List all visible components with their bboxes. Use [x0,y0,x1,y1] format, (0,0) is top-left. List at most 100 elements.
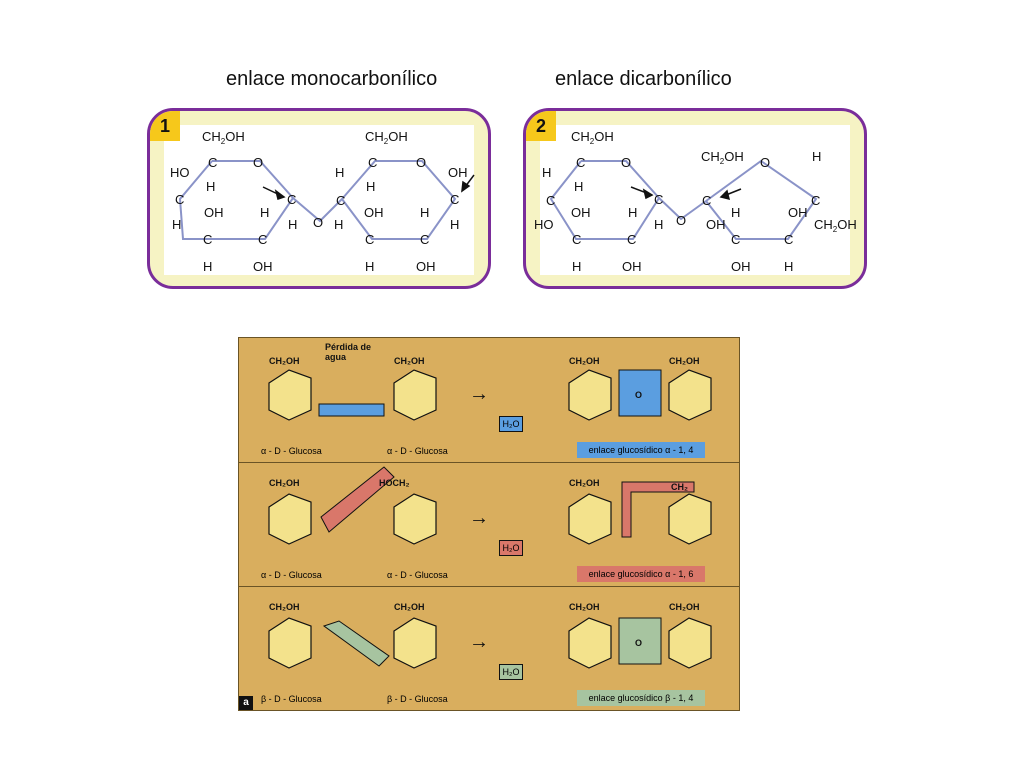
svg-text:H: H [172,217,181,232]
title-dicarbonilico: enlace dicarbonílico [555,68,732,90]
panel-1-badge: 1 [150,111,180,141]
svg-text:H: H [260,205,269,220]
svg-text:CH2OH: CH2OH [202,129,245,146]
svg-text:OH: OH [622,259,642,274]
svg-text:HOCH₂: HOCH₂ [379,478,410,488]
svg-text:CH₂OH: CH₂OH [269,602,300,612]
svg-text:C: C [811,193,820,208]
svg-text:H: H [288,217,297,232]
svg-text:CH₂OH: CH₂OH [569,478,600,488]
sugar-name: β - D - Glucosa [387,694,448,704]
svg-text:HO: HO [170,165,190,180]
svg-text:O: O [313,215,323,230]
svg-text:H: H [334,217,343,232]
svg-text:C: C [368,155,377,170]
svg-text:H: H [572,259,581,274]
svg-text:O: O [676,213,686,228]
svg-text:O: O [416,155,426,170]
sugar-name: α - D - Glucosa [387,570,448,580]
svg-text:CH2OH: CH2OH [365,129,408,146]
svg-text:H: H [420,205,429,220]
water-badge: H₂O [499,416,523,432]
svg-text:C: C [203,232,212,247]
bond-label: enlace glucosídico α - 1, 6 [577,566,705,582]
sugar-name: α - D - Glucosa [261,446,322,456]
svg-text:C: C [365,232,374,247]
svg-text:CH₂OH: CH₂OH [394,602,425,612]
svg-text:O: O [760,155,770,170]
svg-text:CH₂OH: CH₂OH [269,478,300,488]
svg-text:C: C [627,232,636,247]
svg-text:H: H [574,179,583,194]
row-alpha-1-4: → Pérdida de agua CH₂OH CH₂OH CH₂OH CH₂O… [239,338,739,463]
sugar-name: α - D - Glucosa [261,570,322,580]
sugar-name: α - D - Glucosa [387,446,448,456]
panel-2-badge: 2 [526,111,556,141]
svg-text:O: O [253,155,263,170]
svg-text:C: C [258,232,267,247]
svg-text:H: H [203,259,212,274]
svg-text:CH₂OH: CH₂OH [669,356,700,366]
svg-text:C: C [784,232,793,247]
svg-text:OH: OH [571,205,591,220]
svg-text:H: H [731,205,740,220]
panel-monocarbonilico: 1 CH2OH C O HO H C H OH H C H C C H OH O… [147,108,491,289]
svg-text:→: → [469,383,489,405]
svg-text:CH2OH: CH2OH [701,149,744,166]
svg-text:OH: OH [448,165,468,180]
svg-text:C: C [287,192,296,207]
svg-text:O: O [635,390,642,400]
svg-text:OH: OH [364,205,384,220]
svg-text:CH₂OH: CH₂OH [569,356,600,366]
svg-text:H: H [335,165,344,180]
svg-text:OH: OH [731,259,751,274]
svg-text:→: → [469,631,489,653]
svg-text:C: C [546,193,555,208]
title-monocarbonilico: enlace monocarbonílico [226,68,438,90]
bond-label: enlace glucosídico α - 1, 4 [577,442,705,458]
svg-text:C: C [576,155,585,170]
water-badge: H₂O [499,664,523,680]
svg-text:C: C [450,192,459,207]
svg-text:C: C [702,193,711,208]
svg-text:CH2OH: CH2OH [571,129,614,146]
svg-text:C: C [336,193,345,208]
svg-text:H: H [784,259,793,274]
svg-text:CH₂OH: CH₂OH [394,356,425,366]
svg-text:OH: OH [788,205,808,220]
svg-text:H: H [365,259,374,274]
row-beta-1-4: → CH₂OH CH₂OH CH₂OH CH₂OH O H₂O β - D - … [239,586,739,710]
svg-text:CH₂: CH₂ [671,482,688,492]
disaccharide-structure-1: CH2OH C O HO H C H OH H C H C C H OH O C… [170,129,475,274]
svg-text:Pérdida de: Pérdida de [325,342,371,352]
svg-text:C: C [175,192,184,207]
svg-text:H: H [654,217,663,232]
svg-text:C: C [208,155,217,170]
svg-text:OH: OH [253,259,273,274]
svg-text:CH2OH: CH2OH [814,217,857,234]
svg-text:OH: OH [706,217,726,232]
svg-text:C: C [572,232,581,247]
svg-text:H: H [628,205,637,220]
svg-text:H: H [542,165,551,180]
glycosidic-bond-figure: → Pérdida de agua CH₂OH CH₂OH CH₂OH CH₂O… [238,337,740,711]
disaccharide-structure-2: CH2OH C O H H C HO OH H C H C C H OH O C… [534,129,857,274]
svg-text:OH: OH [416,259,436,274]
svg-text:C: C [731,232,740,247]
svg-text:HO: HO [534,217,554,232]
svg-text:agua: agua [325,352,347,362]
svg-text:CH₂OH: CH₂OH [569,602,600,612]
svg-text:H: H [206,179,215,194]
svg-text:H: H [450,217,459,232]
bond-label: enlace glucosídico β - 1, 4 [577,690,705,706]
svg-text:→: → [469,507,489,529]
svg-text:H: H [812,149,821,164]
svg-text:OH: OH [204,205,224,220]
row-alpha-1-6: → CH₂OH HOCH₂ CH₂OH CH₂ H₂O α - D - Gluc… [239,462,739,587]
svg-text:O: O [635,638,642,648]
svg-text:CH₂OH: CH₂OH [269,356,300,366]
svg-text:O: O [621,155,631,170]
sugar-name: β - D - Glucosa [261,694,322,704]
svg-text:C: C [420,232,429,247]
svg-text:CH₂OH: CH₂OH [669,602,700,612]
